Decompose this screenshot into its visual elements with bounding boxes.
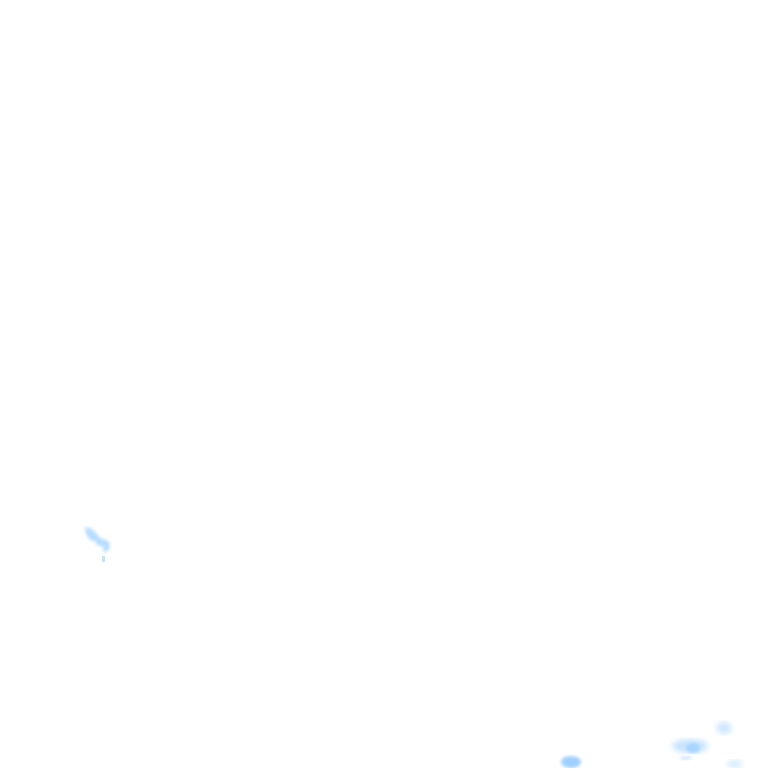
precip-cell-southeast [561,722,743,768]
precip-cell-west [85,527,110,562]
